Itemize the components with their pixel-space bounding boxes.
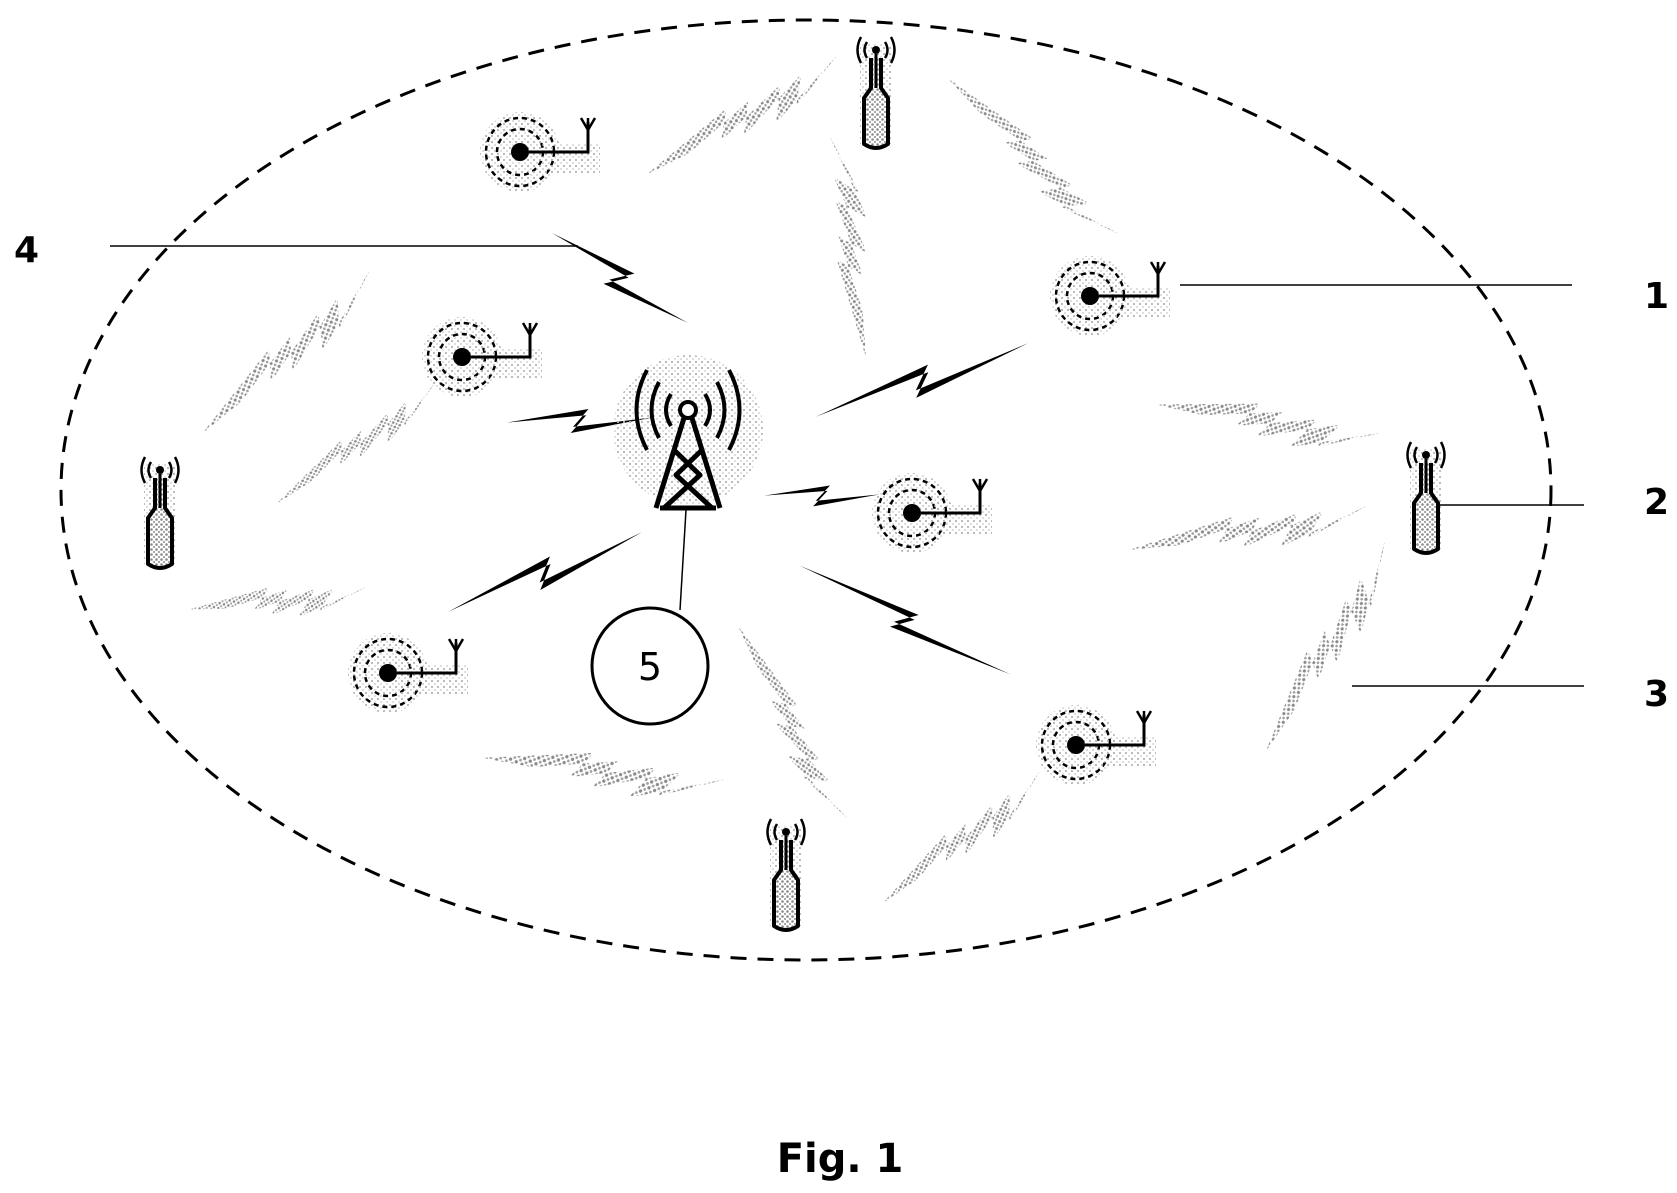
interference-bolt-icon [792,135,903,357]
reference-numeral-1: 1 [1644,276,1669,317]
sensor-node-icon [1036,705,1156,785]
lightning-bolt-icon [764,450,879,539]
interference-bolt-icon [630,54,854,175]
reference-numeral-5: 5 [638,645,662,689]
interference-bolt-icon [1156,333,1382,505]
sensor-node-icon [872,473,992,553]
interference-bolt-icon [738,611,849,833]
figure-caption: Fig. 1 [777,1136,904,1182]
interference-bolt-icon [169,269,403,434]
cell-tower-icon [613,355,763,508]
lightning-bolt-icon [443,532,648,612]
remote-radio-icon [142,457,179,568]
sensor-node-icon [348,633,468,713]
remote-radio-icon [858,37,895,148]
remote-radio-icon [1408,442,1445,553]
reference-numeral-4: 4 [14,230,39,271]
remote-radios [142,37,1445,930]
interference-bolt-icon [1129,473,1369,582]
interference-bolts [169,42,1437,903]
interference-bolt-icon [255,380,459,504]
lightning-bolt-icon [813,343,1032,417]
reference-numeral-2: 2 [1644,482,1669,523]
sensor-node-icon [1050,256,1170,336]
lightning-bolt-icon [552,199,688,358]
leader-line-5 [680,510,686,610]
interference-bolt-icon [1213,539,1437,752]
sensor-node-icon [422,317,542,397]
interference-bolt-icon [189,544,367,653]
lightning-bolt-icon [799,525,1010,714]
interference-bolt-icon [858,770,1065,904]
reference-numeral-3: 3 [1644,674,1669,715]
remote-radio-icon [768,819,805,930]
sensor-node-icon [480,112,600,192]
interference-bolt-icon [947,42,1120,270]
